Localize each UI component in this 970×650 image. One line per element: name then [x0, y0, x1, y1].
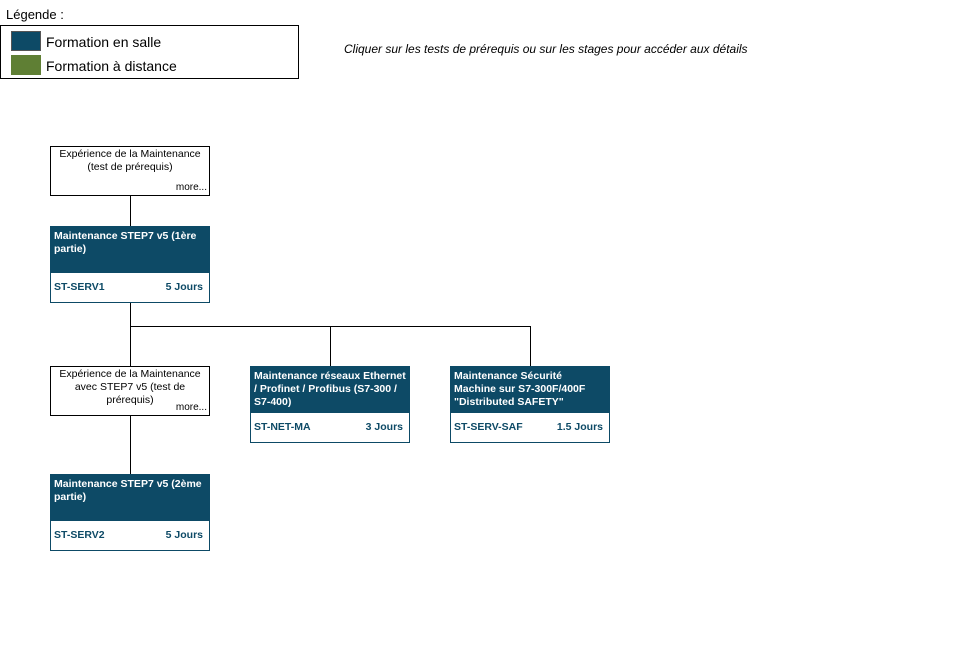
stage-title: Maintenance réseaux Ethernet / Profinet …	[251, 367, 409, 413]
stage-duration: 5 Jours	[165, 529, 203, 541]
connector-line	[530, 326, 531, 366]
stage-code: ST-SERV1	[54, 281, 105, 293]
remote-swatch	[11, 55, 41, 75]
stage-duration: 3 Jours	[365, 421, 403, 433]
instruction-text: Cliquer sur les tests de prérequis ou su…	[344, 42, 748, 56]
prereq-text: Expérience de la Maintenance avec STEP7 …	[59, 368, 201, 406]
stage-st-serv1[interactable]: Maintenance STEP7 v5 (1ère partie) ST-SE…	[50, 226, 210, 303]
prereq-test-maintenance[interactable]: Expérience de la Maintenance (test de pr…	[50, 146, 210, 196]
classroom-swatch	[11, 31, 41, 51]
prereq-text: Expérience de la Maintenance (test de pr…	[59, 148, 201, 173]
legend-label-classroom: Formation en salle	[46, 34, 162, 50]
stage-duration: 1.5 Jours	[556, 421, 603, 433]
stage-code: ST-SERV-SAF	[454, 421, 523, 433]
stage-st-serv-saf[interactable]: Maintenance Sécurité Machine sur S7-300F…	[450, 366, 610, 443]
connector-line	[130, 302, 131, 366]
legend: Formation en salle Formation à distance	[0, 25, 299, 79]
stage-st-serv2[interactable]: Maintenance STEP7 v5 (2ème partie) ST-SE…	[50, 474, 210, 551]
prereq-test-step7[interactable]: Expérience de la Maintenance avec STEP7 …	[50, 366, 210, 416]
stage-title: Maintenance Sécurité Machine sur S7-300F…	[451, 367, 609, 413]
more-link[interactable]: more...	[175, 182, 207, 193]
stage-duration: 5 Jours	[165, 281, 203, 293]
more-link[interactable]: more...	[175, 402, 207, 413]
stage-st-net-ma[interactable]: Maintenance réseaux Ethernet / Profinet …	[250, 366, 410, 443]
legend-title: Légende :	[6, 7, 64, 22]
stage-title: Maintenance STEP7 v5 (2ème partie)	[51, 475, 209, 521]
stage-code: ST-NET-MA	[254, 421, 311, 433]
connector-line	[130, 416, 131, 474]
legend-label-remote: Formation à distance	[46, 58, 177, 74]
stage-title: Maintenance STEP7 v5 (1ère partie)	[51, 227, 209, 273]
connector-line	[130, 196, 131, 226]
connector-line	[330, 326, 331, 366]
stage-code: ST-SERV2	[54, 529, 105, 541]
